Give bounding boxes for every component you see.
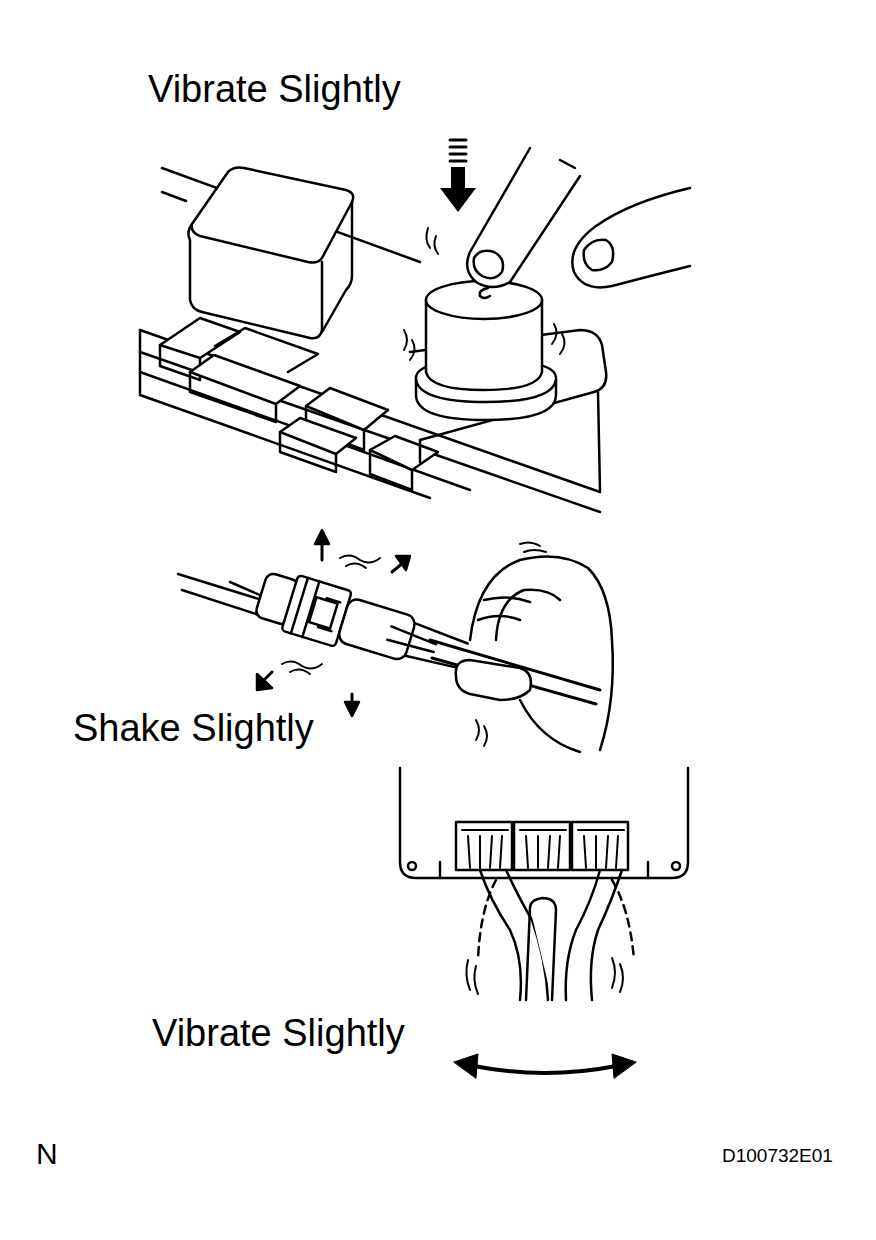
instruction-label: Vibrate Slightly	[148, 70, 401, 108]
ecu-harness	[400, 768, 688, 1078]
instruction-label: Vibrate Slightly	[152, 1014, 405, 1052]
instruction-label: Shake Slightly	[73, 709, 314, 747]
figure-code: D100732E01	[722, 1146, 833, 1165]
relay-block	[140, 140, 690, 512]
section-mark: N	[36, 1139, 58, 1169]
